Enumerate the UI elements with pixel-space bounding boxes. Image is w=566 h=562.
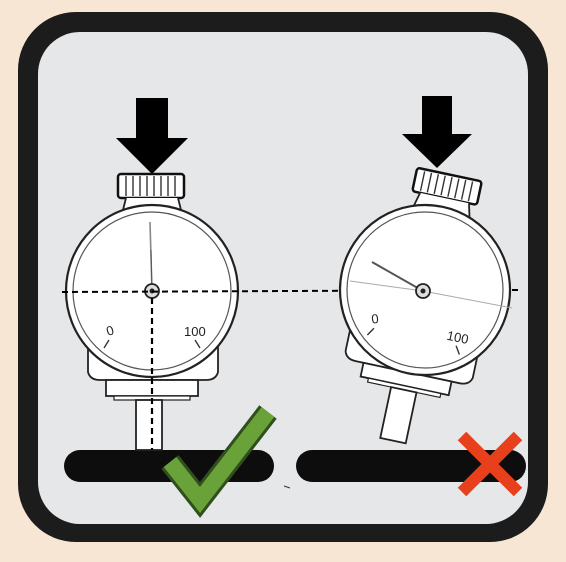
left-scale-min-label: 0: [104, 322, 116, 339]
right-scale-min-label: 0: [371, 311, 380, 327]
right-surface-bar: [296, 450, 526, 482]
right-needle: [371, 261, 424, 292]
left-indenter-pin: [135, 399, 163, 451]
left-scale-max-label: 100: [184, 324, 206, 339]
right-indenter-pin: [379, 386, 418, 445]
cross-icon: [457, 431, 523, 497]
checkmark-icon: [161, 405, 277, 518]
stray-mark: [283, 485, 291, 489]
left-down-arrow-icon: [116, 98, 188, 174]
right-scale-max-label: 100: [446, 328, 470, 347]
right-down-arrow-icon: [402, 96, 472, 168]
left-knurled-cap: [116, 172, 186, 200]
